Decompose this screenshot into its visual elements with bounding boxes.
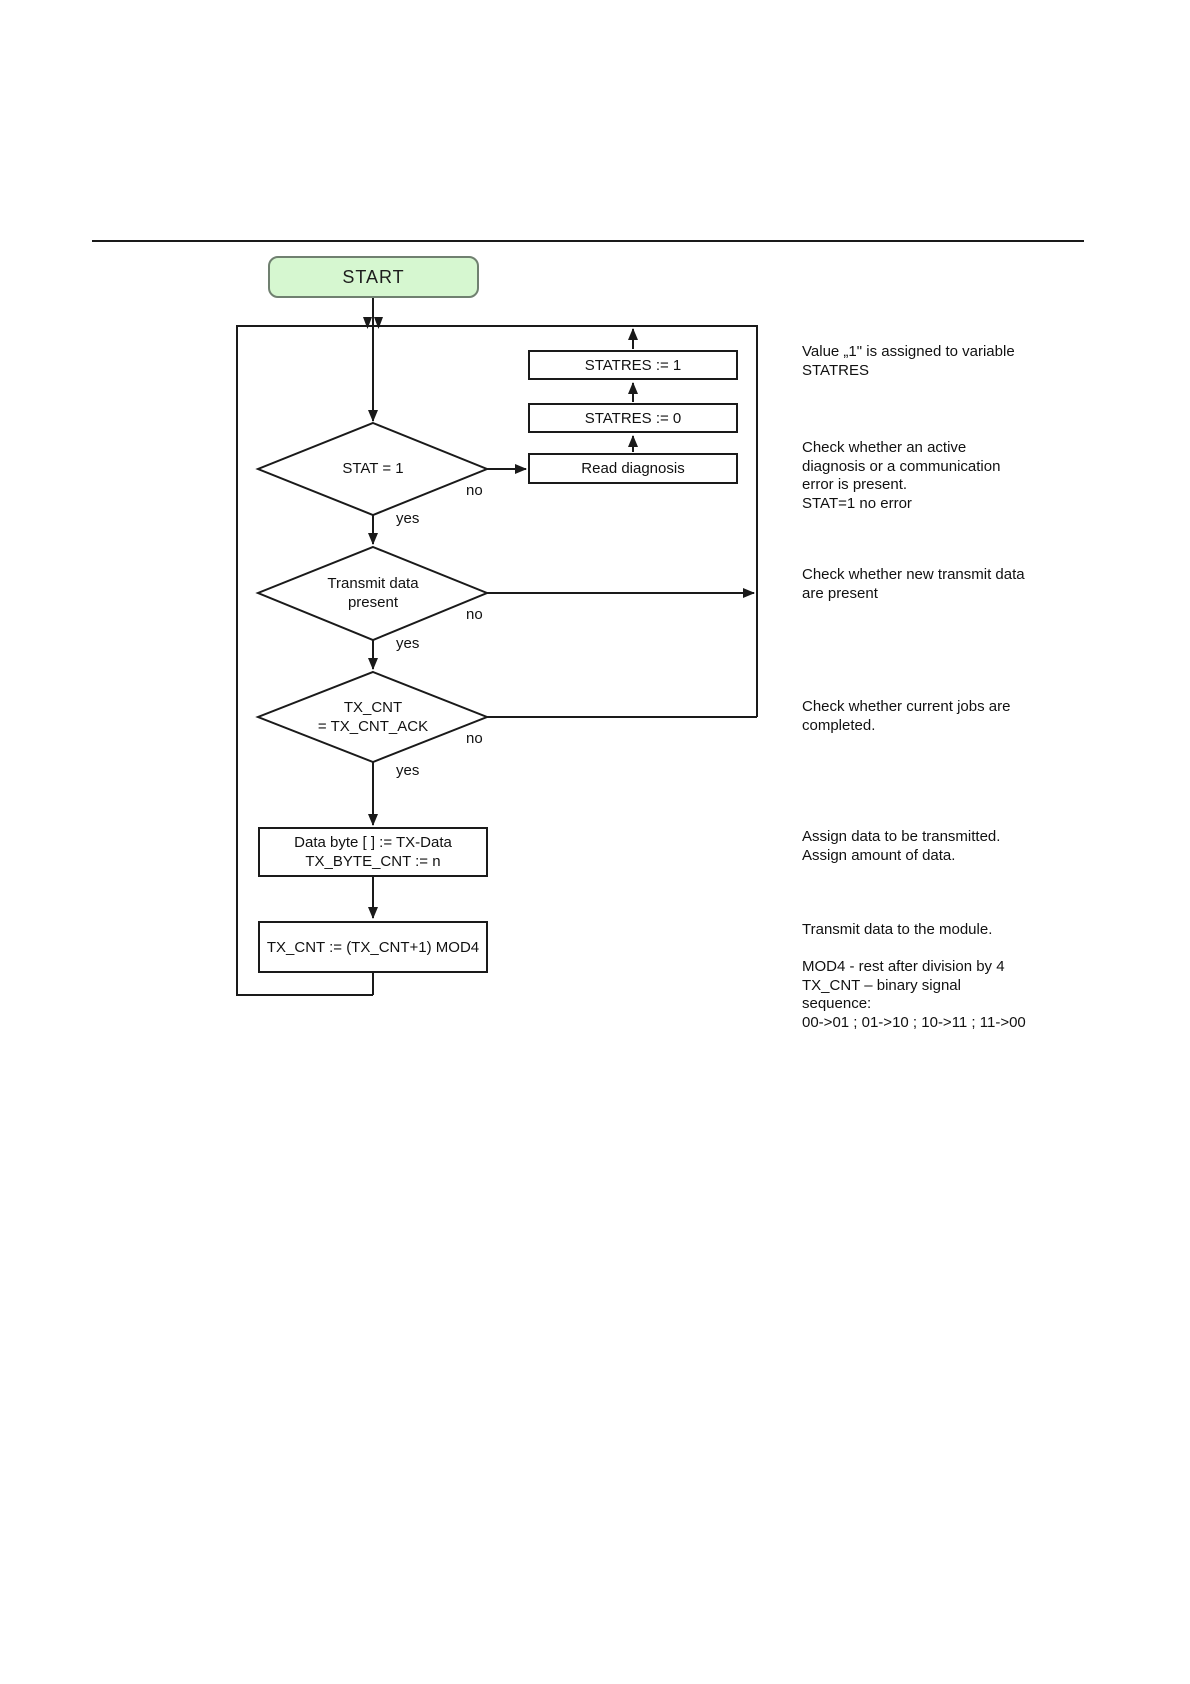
horizontal-divider [92,240,1084,242]
annotation-jobs-check: Check whether current jobs are completed… [802,698,1011,734]
stat-decision-label: STAT = 1 [342,460,404,477]
modulo-box: TX_CNT := (TX_CNT+1) MOD4 [258,921,488,973]
merge-arrowhead-right [374,317,383,329]
annotation-transmit-module: Transmit data to the module. [802,921,993,938]
flowchart-connectors [236,298,758,996]
annotation-mod4-explanation: MOD4 - rest after division by 4 TX_CNT –… [802,958,1026,1031]
annotation-statres-value: Value „1" is assigned to variable STATRE… [802,343,1015,379]
start-node: START [268,256,479,298]
stat-no-label: no [466,482,483,499]
assign-data-box: Data byte [ ] := TX-Data TX_BYTE_CNT := … [258,827,488,877]
loop-path [236,325,758,996]
txcnt-yes-label: yes [396,762,420,779]
merge-arrowhead-left [363,317,372,329]
txcnt-decision-label: TX_CNT = TX_CNT_ACK [317,699,429,735]
transmit-decision-label: Transmit data present [327,575,419,611]
annotation-diagnosis-check: Check whether an active diagnosis or a c… [802,439,1001,512]
transmit-yes-label: yes [396,635,420,652]
statres1-box: STATRES := 1 [528,350,738,380]
statres0-box: STATRES := 0 [528,403,738,433]
transmit-no-label: no [466,606,483,623]
annotation-transmit-check: Check whether new transmit data are pres… [802,566,1025,602]
txcnt-no-label: no [466,730,483,747]
annotation-assign-data: Assign data to be transmitted. Assign am… [802,828,1001,864]
read-diagnosis-box: Read diagnosis [528,453,738,484]
stat-yes-label: yes [396,510,420,527]
